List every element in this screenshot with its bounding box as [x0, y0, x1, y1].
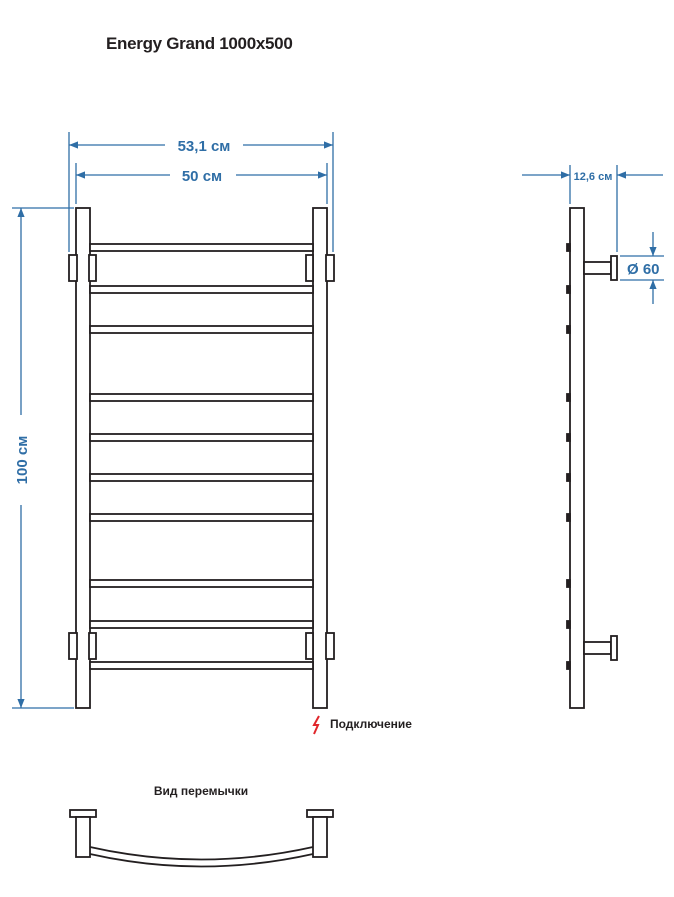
- dimension-height: [12, 207, 74, 709]
- side-rung-end: [566, 243, 571, 252]
- rung: [89, 579, 314, 588]
- side-rung-end: [566, 285, 571, 294]
- dimension-depth: [522, 165, 663, 252]
- jumper-view: [69, 809, 334, 868]
- connection-legend-label: Подключение: [330, 717, 412, 731]
- rung: [89, 325, 314, 334]
- connection-socket-top-left: [68, 254, 78, 282]
- height-label: 100 см: [14, 436, 31, 485]
- side-rung-end: [566, 393, 571, 402]
- connection-socket-top-left-inner: [88, 254, 97, 282]
- rung: [89, 393, 314, 402]
- rung: [89, 473, 314, 482]
- side-rung-end: [566, 433, 571, 442]
- jumper-flange-left: [69, 809, 97, 818]
- product-title: Energy Grand 1000x500: [106, 34, 293, 53]
- rungs: [89, 243, 314, 670]
- jumper-flange-right: [306, 809, 334, 818]
- jumper-curve-outer: [89, 846, 314, 861]
- overall-width-label: 53,1 см: [178, 138, 231, 155]
- wall-bracket-top-arm: [583, 261, 612, 275]
- rung: [89, 243, 314, 252]
- side-rung-end: [566, 473, 571, 482]
- connection-socket-bottom-left: [68, 632, 78, 660]
- left-post: [75, 207, 91, 709]
- connection-socket-top-right-inner: [305, 254, 314, 282]
- connection-icon: [312, 715, 320, 735]
- jumper-view-label: Вид перемычки: [154, 784, 248, 798]
- wall-bracket-bottom-flange: [610, 635, 618, 661]
- side-rung-end: [566, 661, 571, 670]
- connection-socket-top-right: [325, 254, 335, 282]
- wall-bracket-bottom-arm: [583, 641, 612, 655]
- center-width-label: 50 см: [182, 168, 222, 185]
- jumper-post-left: [75, 816, 91, 858]
- rung: [89, 513, 314, 522]
- right-post: [312, 207, 328, 709]
- dimension-overall-width: [68, 132, 334, 252]
- side-rung-end: [566, 620, 571, 629]
- connection-socket-bottom-right-inner: [305, 632, 314, 660]
- side-post: [569, 207, 585, 709]
- wall-bracket-top-flange: [610, 255, 618, 281]
- dimension-center-width: [75, 163, 328, 204]
- connection-socket-bottom-right: [325, 632, 335, 660]
- rung: [89, 620, 314, 629]
- front-view: [68, 207, 335, 709]
- rung: [89, 433, 314, 442]
- side-rung-end: [566, 513, 571, 522]
- jumper-curve-inner: [89, 853, 314, 868]
- diameter-label: Ø 60: [627, 261, 660, 278]
- connection-socket-bottom-left-inner: [88, 632, 97, 660]
- jumper-post-right: [312, 816, 328, 858]
- rung: [89, 661, 314, 670]
- depth-label: 12,6 см: [574, 171, 613, 183]
- rung: [89, 285, 314, 294]
- side-view: [566, 207, 618, 709]
- dimension-diameter: [620, 232, 664, 304]
- side-rung-end: [566, 325, 571, 334]
- side-rung-ends: [566, 243, 571, 670]
- side-rung-end: [566, 579, 571, 588]
